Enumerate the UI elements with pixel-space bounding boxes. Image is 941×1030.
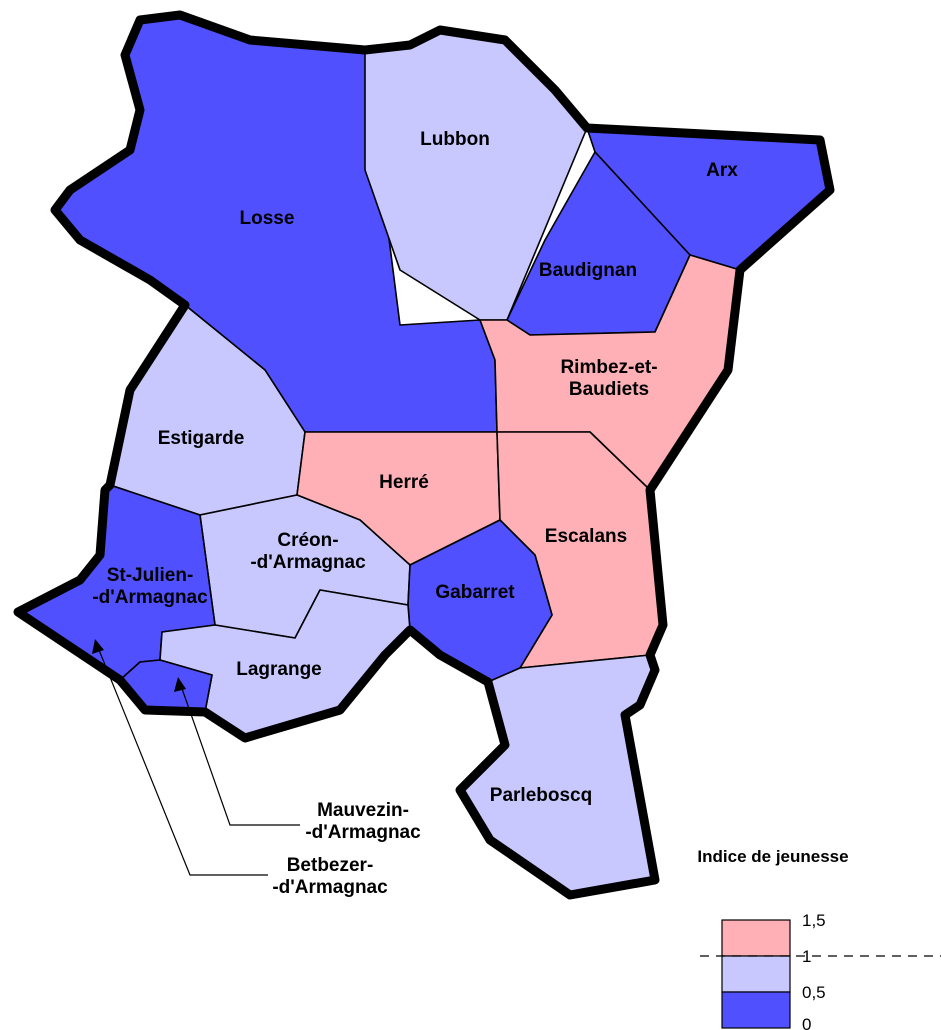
label-arx: Arx [706,160,738,181]
legend-tick-0-5: 0,5 [802,983,826,1002]
label-parleboscq: Parleboscq [490,785,592,806]
label-stjulien: St-Julien--d'Armagnac [92,565,208,608]
arrowhead-mauvezin [174,677,186,692]
legend-swatch-above-1 [721,919,791,957]
label-betbezer: Betbezer--d'Armagnac [272,855,388,898]
label-mauvezin: Mauvezin--d'Armagnac [305,800,421,843]
legend-swatch-below [721,991,791,1029]
legend-tick-1-5: 1,5 [802,911,826,930]
department-border [13,10,835,900]
label-gabarret: Gabarret [435,582,515,603]
legend-tick-0: 0 [802,1015,811,1030]
leader-line-betbezer [96,644,268,876]
arrowhead-betbezer [92,639,104,654]
label-herre: Herré [379,472,429,493]
legend-swatch-between [721,955,791,993]
label-baudignan: Baudignan [539,260,637,281]
label-escalans: Escalans [545,526,627,547]
label-creon: Créon--d'Armagnac [250,530,366,573]
legend-tick-1: 1 [802,947,811,966]
leader-line-mauvezin [179,682,300,826]
label-lubbon: Lubbon [420,129,490,150]
label-losse: Losse [240,208,295,229]
label-estigarde: Estigarde [158,428,245,449]
label-lagrange: Lagrange [236,659,322,680]
label-rimbez: Rimbez-et-Baudiets [560,357,657,400]
legend-title: Indice de jeunesse [697,847,848,866]
